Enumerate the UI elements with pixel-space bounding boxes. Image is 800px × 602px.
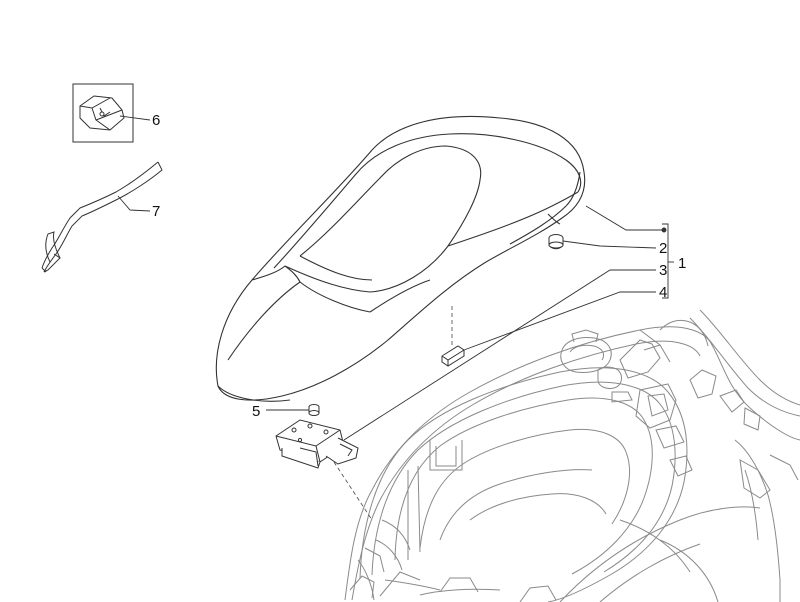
seat-lock-mechanism bbox=[275, 419, 359, 469]
callout-7: 7 bbox=[152, 203, 160, 220]
dashed-mounting-lines bbox=[333, 306, 453, 521]
callout-6: 6 bbox=[152, 112, 160, 129]
part-4-latch-piece bbox=[441, 345, 465, 367]
callout-3: 3 bbox=[659, 262, 667, 279]
callout-5: 5 bbox=[252, 403, 260, 420]
callout-1: 1 bbox=[678, 255, 686, 272]
seat-drawing bbox=[215, 115, 586, 402]
part-5-nut bbox=[308, 404, 320, 416]
leader-lines bbox=[117, 115, 674, 441]
callout-4: 4 bbox=[659, 284, 667, 301]
scooter-body-drawing bbox=[344, 309, 800, 602]
part-6-clip-box bbox=[72, 83, 134, 143]
part-7-bracket bbox=[41, 161, 163, 273]
part-2-bumper bbox=[548, 234, 564, 250]
callout-2: 2 bbox=[659, 240, 667, 257]
